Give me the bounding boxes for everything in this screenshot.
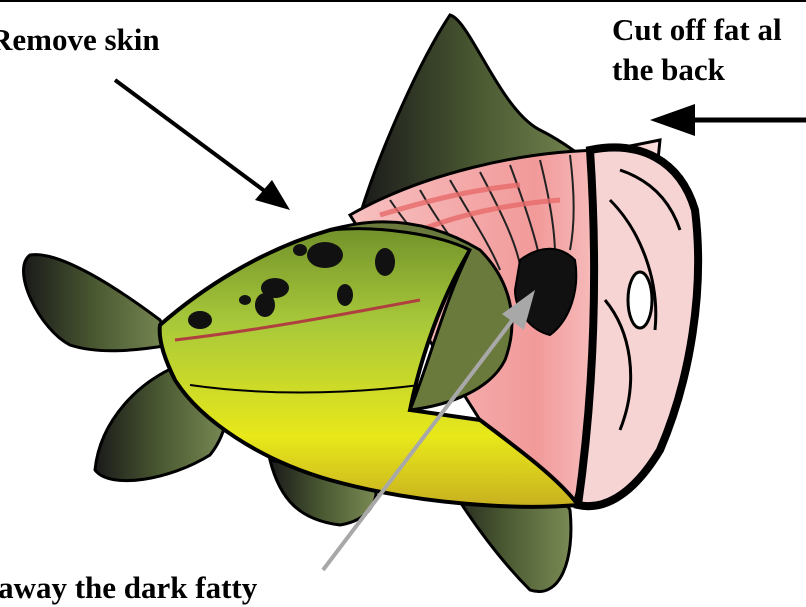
label-cut-back-line2: the back bbox=[612, 52, 725, 88]
label-belly-fat: t away the dark fatty bbox=[0, 570, 257, 606]
label-cut-back-line1: Cut off fat al bbox=[612, 12, 782, 48]
tail-fin-upper bbox=[24, 255, 170, 351]
arrow-remove-skin bbox=[115, 80, 290, 210]
arrow-cut-back bbox=[650, 104, 806, 136]
label-remove-skin: Remove skin bbox=[0, 22, 160, 58]
